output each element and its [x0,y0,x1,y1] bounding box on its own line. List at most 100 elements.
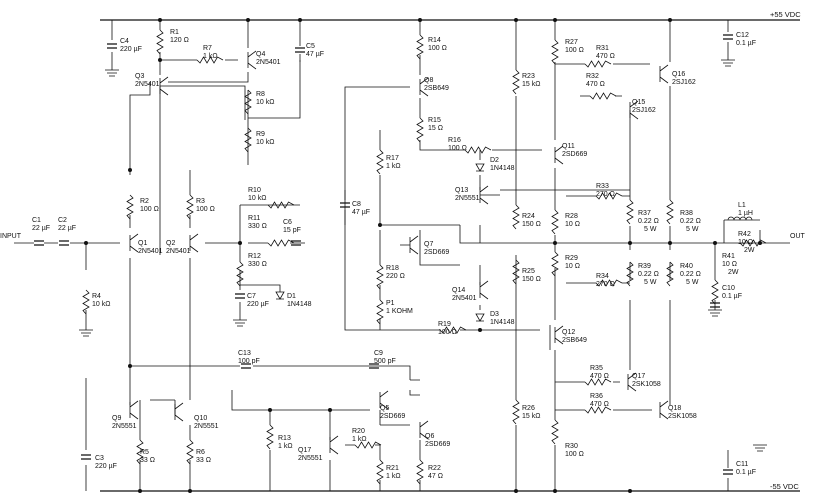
q11-value: 2SD669 [562,151,587,158]
r42-value: 10 Ω [738,239,753,246]
r8-symbol [244,89,252,115]
r23-value: 15 kΩ [522,81,540,88]
q8-symbol [419,77,429,97]
c9-value: 500 pF [374,358,396,365]
positive-rail-label: +55 VDC [770,10,801,19]
c6-value: 15 pF [283,227,301,234]
r13-symbol [266,424,274,450]
r42-rating: 2W [744,247,755,254]
r4-symbol [82,289,90,315]
r14-value: 100 Ω [428,45,447,52]
q8-ref: Q8 [424,77,433,84]
c9-ref: C9 [374,350,383,357]
q16-value: 2SJ162 [672,79,696,86]
r4-ref: R4 [92,293,101,300]
r13-value: 1 kΩ [278,443,293,450]
q18-symbol [659,400,669,420]
r39-ref: R39 [638,263,651,270]
c8-symbol [340,202,350,208]
c11-value: 0.1 µF [736,469,756,476]
r16-symbol [464,146,492,154]
r39-symbol [626,261,634,287]
r1-ref: R1 [170,29,179,36]
r8-value: 10 kΩ [256,99,274,106]
r31-value: 470 Ω [596,53,615,60]
r21-symbol [376,459,384,485]
r29-symbol [551,251,559,277]
r39-value: 0.22 Ω [638,271,659,278]
r2-value: 100 Ω [140,206,159,213]
d2-value: 1N4148 [490,165,515,172]
r25-value: 150 Ω [522,276,541,283]
r5-value: 33 Ω [140,457,155,464]
c8-ref: C8 [352,201,361,208]
r38-value: 0.22 Ω [680,218,701,225]
r1-symbol [156,29,164,55]
c2-value: 22 µF [58,225,76,232]
r37-symbol [626,199,634,225]
q12-symbol [554,325,564,345]
c2-ref: C2 [58,217,67,224]
r18-ref: R18 [386,265,399,272]
d1-ref: D1 [287,293,296,300]
r12-symbol [236,261,244,287]
r42-symbol [739,239,767,247]
r5-symbol [136,439,144,465]
r37-ref: R37 [638,210,651,217]
c3-value: 220 µF [95,463,117,470]
q18-ref: Q18 [668,405,681,412]
l1-ref: L1 [738,202,746,209]
q17-value: 2SK1058 [632,381,661,388]
q3-symbol [159,76,169,96]
r21-ref: R21 [386,465,399,472]
r40-symbol [666,261,674,287]
r36-symbol [584,406,612,414]
r40-ref: R40 [680,263,693,270]
r16-ref: R16 [448,137,461,144]
r28-symbol [551,209,559,235]
r35-symbol [584,378,612,386]
q5-symbol [379,390,389,410]
ground-symbol-0 [105,69,119,77]
c3-ref: C3 [95,455,104,462]
r17-symbol [376,149,384,175]
q3-ref: Q3 [135,73,144,80]
c4-ref: C4 [120,38,129,45]
r35-ref: R35 [590,365,603,372]
r38-rating: 5 W [686,226,699,233]
p1-ref: P1 [386,300,395,307]
q10-ref: Q10 [194,415,207,422]
r33-symbol [595,192,623,200]
r21-value: 1 kΩ [386,473,401,480]
r6-value: 33 Ω [196,457,211,464]
r4-value: 10 kΩ [92,301,110,308]
r12-ref: R12 [248,253,261,260]
q17b-ref: Q17 [298,447,311,454]
q17-ref: Q17 [632,373,645,380]
c5-value: 47 µF [306,51,324,58]
ground-symbol-2 [233,319,247,327]
q12-value: 2SB649 [562,337,587,344]
r27-value: 100 Ω [565,47,584,54]
d1-symbol [275,291,285,300]
r26-symbol [512,399,520,425]
c8-value: 47 µF [352,209,370,216]
c10-ref: C10 [722,285,735,292]
r26-value: 15 kΩ [522,413,540,420]
q14-value: 2N5401 [452,295,477,302]
r2-symbol [126,194,134,220]
r30-ref: R30 [565,443,578,450]
r29-ref: R29 [565,255,578,262]
r23-symbol [512,69,520,95]
r17-value: 1 kΩ [386,163,401,170]
q1-ref: Q1 [138,240,147,247]
r19-symbol [439,326,467,334]
r10-symbol [267,201,295,209]
r33-value: 270 Ω [596,191,615,198]
q17-symbol [627,372,637,392]
q16-ref: Q16 [672,71,685,78]
r6-symbol [186,439,194,465]
r22-ref: R22 [428,465,441,472]
r3-value: 100 Ω [196,206,215,213]
r27-ref: R27 [565,39,578,46]
